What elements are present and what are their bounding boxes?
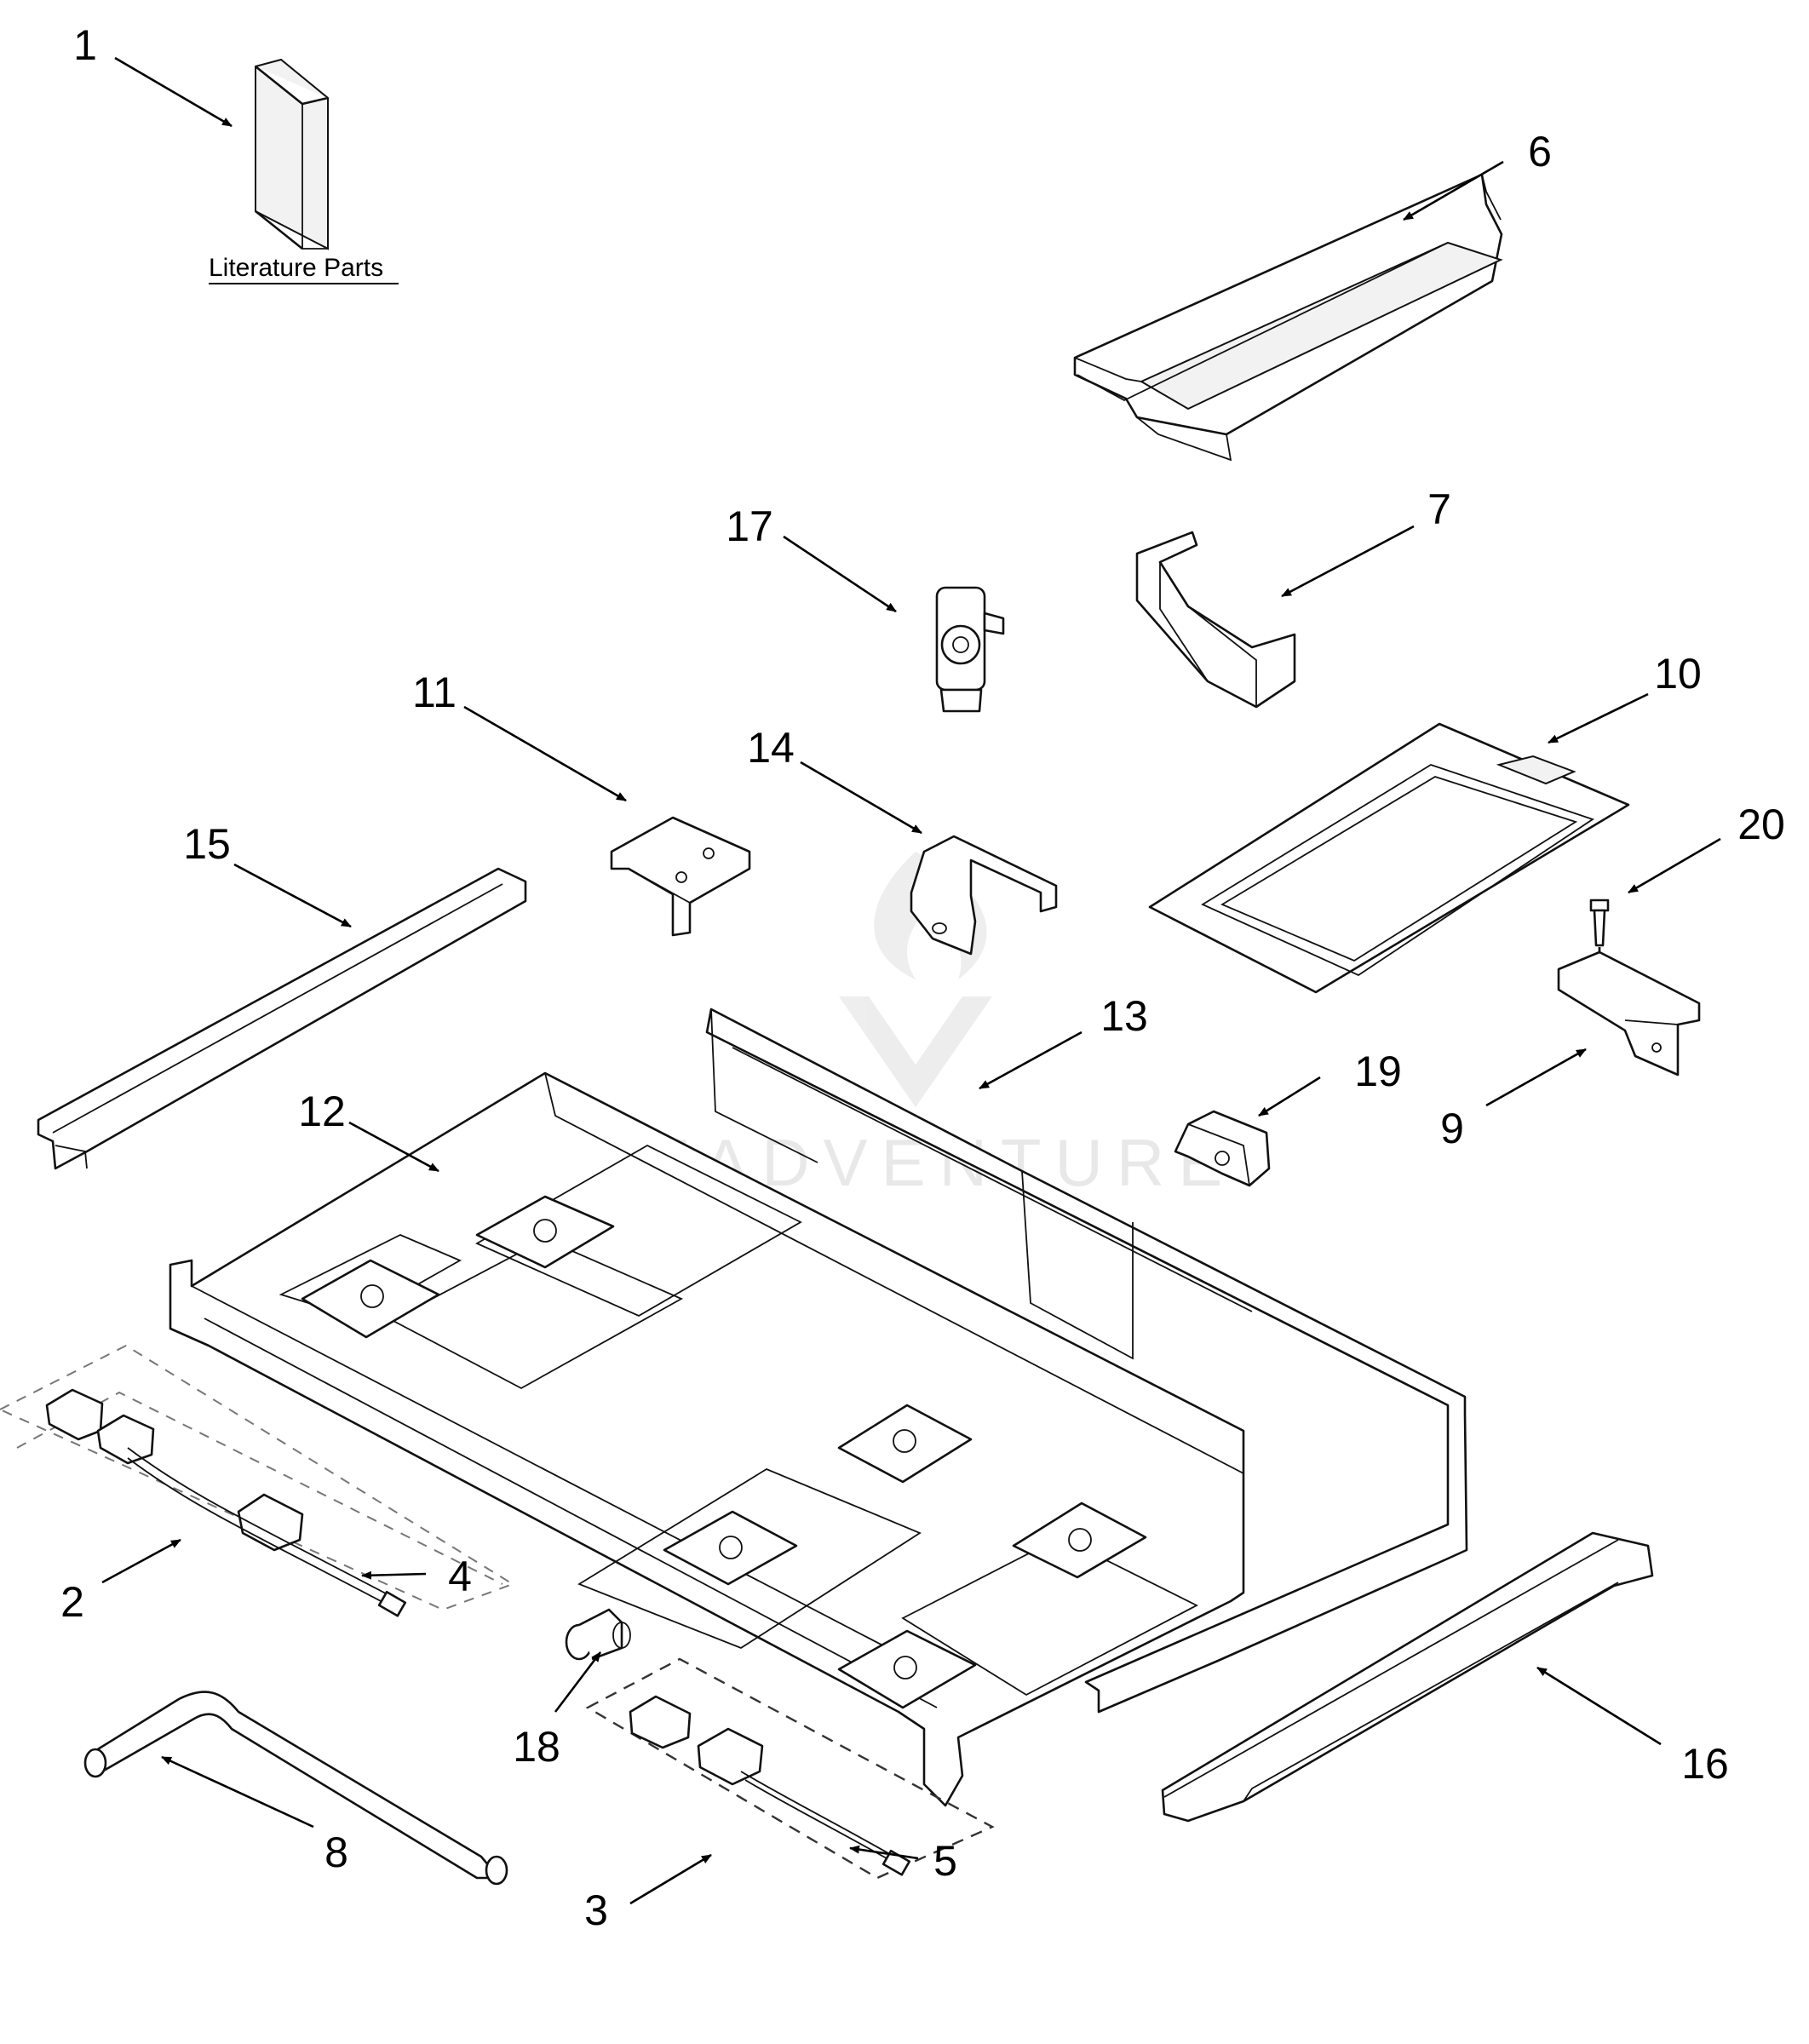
leader-19: [1258, 1076, 1321, 1117]
part-tray: [1073, 173, 1503, 462]
part-valve-harness-left: [0, 1344, 515, 1617]
part-valve-harness-front: [585, 1657, 995, 1880]
callout-6: 6: [1528, 128, 1552, 175]
leader-7: [1281, 525, 1415, 598]
callout-15: 15: [183, 820, 231, 868]
part-mounting-clip: [610, 816, 751, 937]
leader-3: [629, 1853, 712, 1905]
leader-10: [1548, 692, 1649, 744]
callout-11: 11: [412, 669, 457, 716]
callout-18: 18: [513, 1723, 560, 1771]
callout-2: 2: [60, 1578, 84, 1626]
part-support-bracket: [910, 835, 1058, 956]
callout-leaders: [101, 56, 1721, 1905]
leader-6: [1403, 160, 1504, 221]
callout-14: 14: [747, 724, 795, 772]
literature-caption: Literature Parts: [209, 254, 383, 282]
callout-13: 13: [1100, 992, 1148, 1040]
leader-13: [979, 1031, 1083, 1090]
callout-3: 3: [584, 1886, 608, 1934]
part-module: [1174, 1110, 1271, 1187]
leader-15: [233, 863, 352, 928]
callout-7: 7: [1427, 485, 1451, 533]
part-gas-valve: [935, 586, 1005, 713]
callout-20: 20: [1737, 801, 1785, 848]
callout-9: 9: [1440, 1105, 1464, 1152]
callout-8: 8: [324, 1829, 348, 1876]
callout-labels: 1 2 3 4 5 6 7 8 9 10 11 12 13 14 15 16 1…: [60, 21, 1785, 1934]
leader-16: [1536, 1666, 1662, 1746]
leader-9: [1485, 1048, 1587, 1107]
callout-19: 19: [1354, 1048, 1402, 1095]
leader-2: [101, 1538, 181, 1584]
callout-17: 17: [726, 502, 773, 550]
leader-5: [849, 1845, 919, 1860]
leader-17: [783, 535, 897, 613]
leader-18: [554, 1651, 602, 1713]
leader-14: [800, 761, 922, 835]
callout-4: 4: [448, 1553, 472, 1600]
callout-10: 10: [1654, 650, 1702, 698]
leader-8: [161, 1755, 314, 1829]
part-bracket-plate: [1557, 950, 1701, 1077]
part-burner-plates: [301, 1195, 1147, 1709]
callout-12: 12: [298, 1088, 346, 1135]
leader-11: [463, 705, 627, 802]
leader-4: [361, 1570, 427, 1580]
leader-1: [114, 56, 233, 128]
callout-5: 5: [933, 1837, 957, 1885]
part-drip-pan: [1148, 722, 1630, 994]
part-burner-box: [169, 1008, 1468, 1807]
part-front-rail-left: [37, 867, 527, 1170]
part-gas-fitting: [565, 1608, 631, 1661]
part-front-rail-right: [1161, 1531, 1654, 1823]
part-literature: Literature Parts: [209, 58, 399, 284]
part-gas-tube: [83, 1691, 508, 1886]
leader-20: [1628, 837, 1721, 894]
callout-16: 16: [1681, 1740, 1729, 1788]
part-chute-bracket: [1135, 531, 1296, 709]
callout-1: 1: [73, 21, 97, 69]
leader-12: [348, 1121, 439, 1173]
